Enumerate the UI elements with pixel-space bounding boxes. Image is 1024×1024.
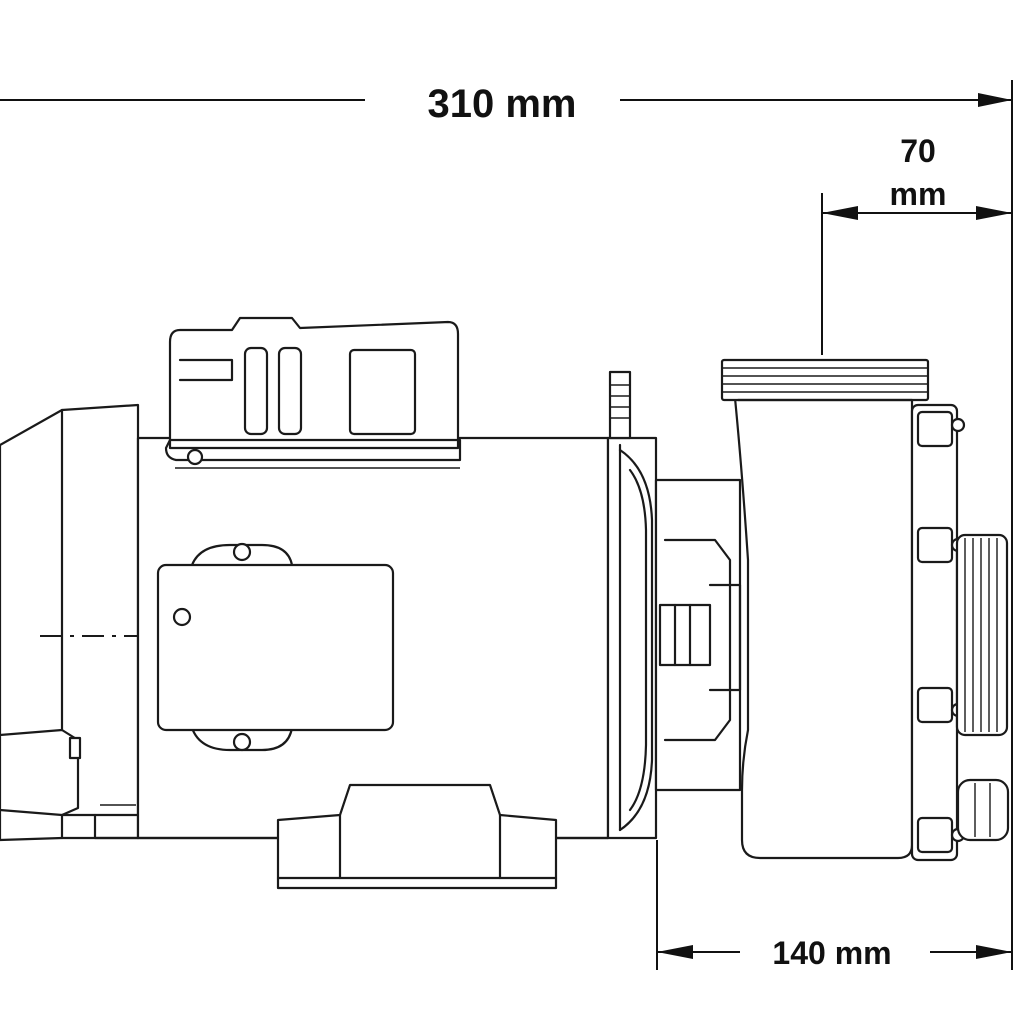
capacitor-box	[164, 316, 462, 469]
mounting-foot	[276, 783, 558, 890]
suction-inlet	[955, 533, 1009, 737]
pump-volute	[720, 358, 930, 860]
dimension-outlet-label-number: 70	[900, 133, 936, 169]
dimension-pump-head: 140 mm	[656, 840, 1012, 971]
shaft-adapter	[654, 478, 742, 792]
motor-flange	[606, 370, 658, 840]
dimension-overall-label: 310 mm	[428, 82, 577, 126]
dimension-outlet-label-unit: mm	[890, 176, 947, 212]
dimension-head-label: 140 mm	[772, 935, 891, 971]
dimension-outlet-offset: 70 mm	[821, 133, 1012, 355]
motor-end-cap	[0, 403, 140, 842]
dimension-overall: 310 mm	[0, 82, 1012, 126]
terminal-cover	[156, 542, 395, 752]
drain-plug	[956, 778, 1010, 842]
